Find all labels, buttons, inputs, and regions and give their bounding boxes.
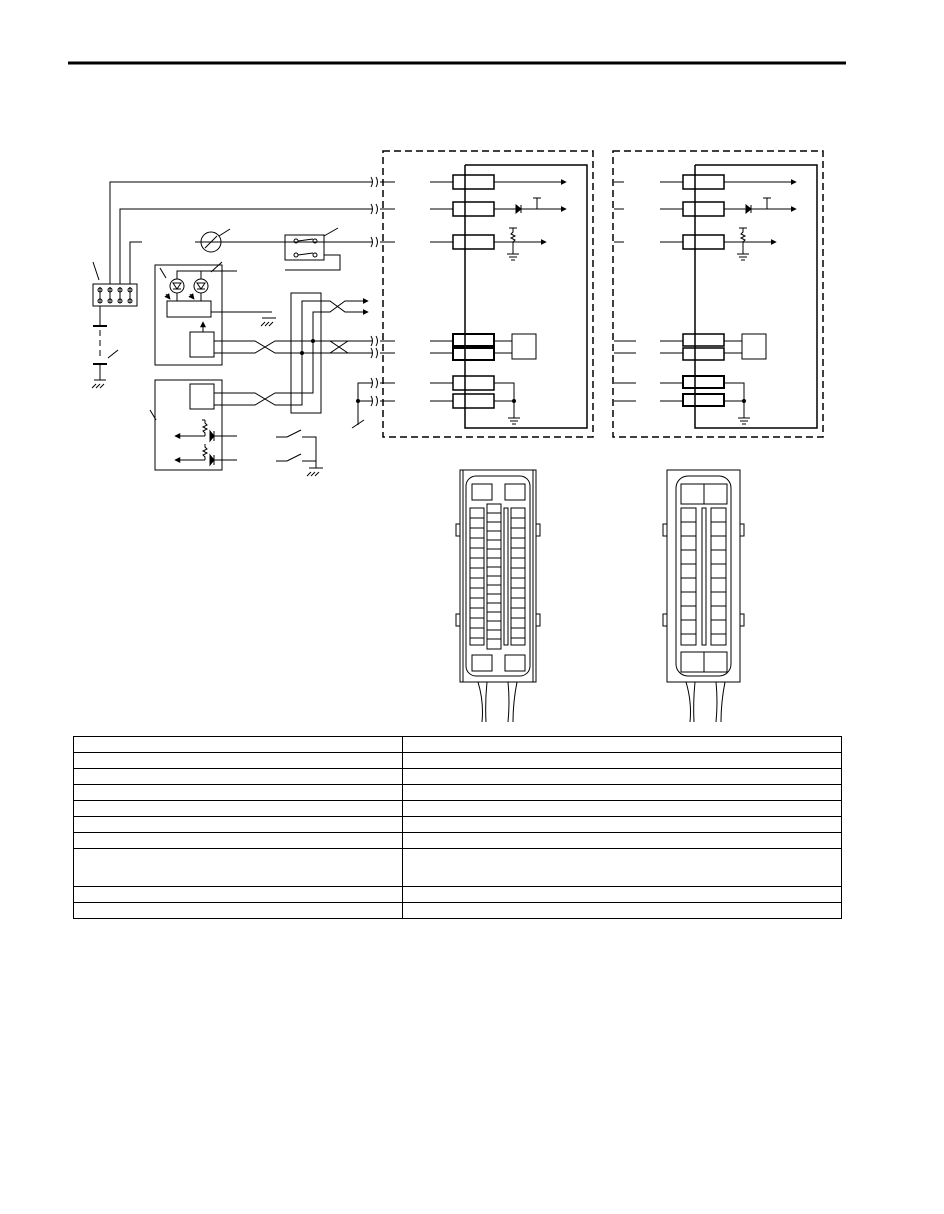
table-cell: [73, 800, 403, 817]
table-cell: [402, 736, 842, 753]
table-row: [73, 752, 842, 769]
table-cell: [402, 816, 842, 833]
sensor-module-1: [154, 261, 237, 366]
connector-face-left: [455, 469, 541, 723]
main-wires: [109, 181, 372, 284]
table-row: [73, 768, 842, 785]
break-marks: [370, 176, 395, 407]
table-row: [73, 902, 842, 919]
table-cell: [402, 902, 842, 919]
table-cell: [73, 752, 403, 769]
table-row: [73, 832, 842, 849]
table-cell: [402, 848, 842, 887]
table-cell: [402, 832, 842, 849]
warning-lamp: [200, 228, 231, 253]
switches: [276, 429, 323, 477]
table-row: [73, 800, 842, 817]
connector-face-right: [662, 469, 745, 723]
table-row: [73, 886, 842, 903]
battery-symbol: [91, 306, 119, 389]
table-cell: [73, 784, 403, 801]
table-cell: [402, 800, 842, 817]
legend-table: [73, 736, 842, 919]
table-cell: [73, 886, 403, 903]
table-cell: [402, 768, 842, 785]
table-row: [73, 736, 842, 753]
table-row: [73, 784, 842, 801]
ecm-block-left: [382, 150, 594, 438]
ground-wires: [351, 382, 372, 429]
table-cell: [73, 768, 403, 785]
table-row: [73, 816, 842, 833]
sensor-module-2: [149, 379, 237, 471]
table-cell: [73, 902, 403, 919]
fuse-block: [92, 261, 138, 307]
table-cell: [73, 736, 403, 753]
ecm-block-right: [612, 150, 824, 438]
table-cell: [402, 752, 842, 769]
twisted-pairs: [237, 292, 372, 414]
table-cell: [73, 832, 403, 849]
table-cell: [402, 784, 842, 801]
table-cell: [73, 848, 403, 887]
table-row: [73, 848, 842, 887]
table-cell: [73, 816, 403, 833]
relay: [284, 227, 341, 271]
table-cell: [402, 886, 842, 903]
